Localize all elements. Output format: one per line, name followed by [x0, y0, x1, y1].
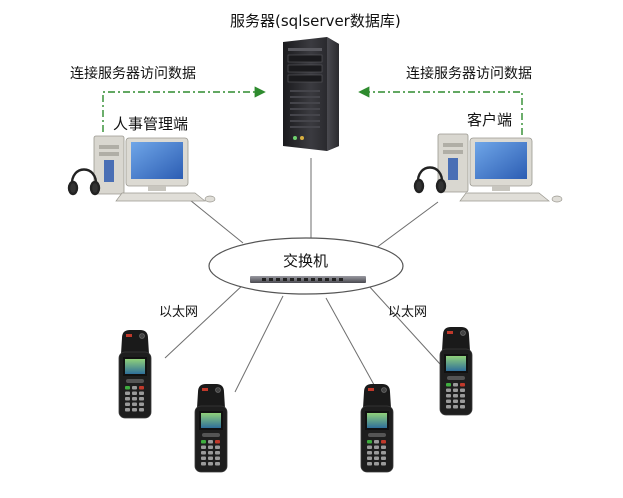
hr-client-label: 人事管理端 — [113, 115, 189, 133]
desktop-pc-icon — [93, 135, 216, 203]
ethernet-left-label: 以太网 — [159, 305, 199, 320]
left-connection-label: 连接服务器访问数据 — [70, 66, 196, 82]
handheld-terminal-icon — [439, 327, 473, 416]
left-connection-arrow — [102, 86, 266, 132]
connection-arrows — [102, 86, 523, 135]
right-connection-arrow — [358, 86, 523, 135]
network-switch-icon — [208, 237, 404, 295]
server-label: 服务器(sqlserver数据库) — [230, 12, 401, 30]
cable-hr-client — [184, 195, 244, 244]
handheld-terminals — [118, 327, 473, 473]
desktop-pc-icon — [437, 133, 563, 203]
headset-icon — [413, 166, 447, 194]
tower-server-icon — [283, 37, 339, 151]
cable-handheld-3 — [325, 297, 379, 393]
headset-icon — [67, 168, 101, 196]
cable-lines — [164, 158, 441, 393]
cable-handheld-4 — [367, 284, 441, 365]
hr-pc-group — [67, 135, 216, 203]
handheld-terminal-icon — [118, 330, 152, 419]
handheld-terminal-icon — [194, 384, 228, 473]
cable-handheld-1 — [164, 282, 246, 359]
switch-label: 交换机 — [283, 252, 329, 270]
cable-handheld-2 — [234, 295, 284, 393]
ethernet-right-label: 以太网 — [388, 305, 428, 320]
customer-client-label: 客户端 — [467, 111, 513, 129]
cable-customer-client — [375, 201, 439, 249]
customer-pc-group — [413, 133, 563, 203]
right-connection-label: 连接服务器访问数据 — [406, 66, 532, 82]
handheld-terminal-icon — [360, 384, 394, 473]
